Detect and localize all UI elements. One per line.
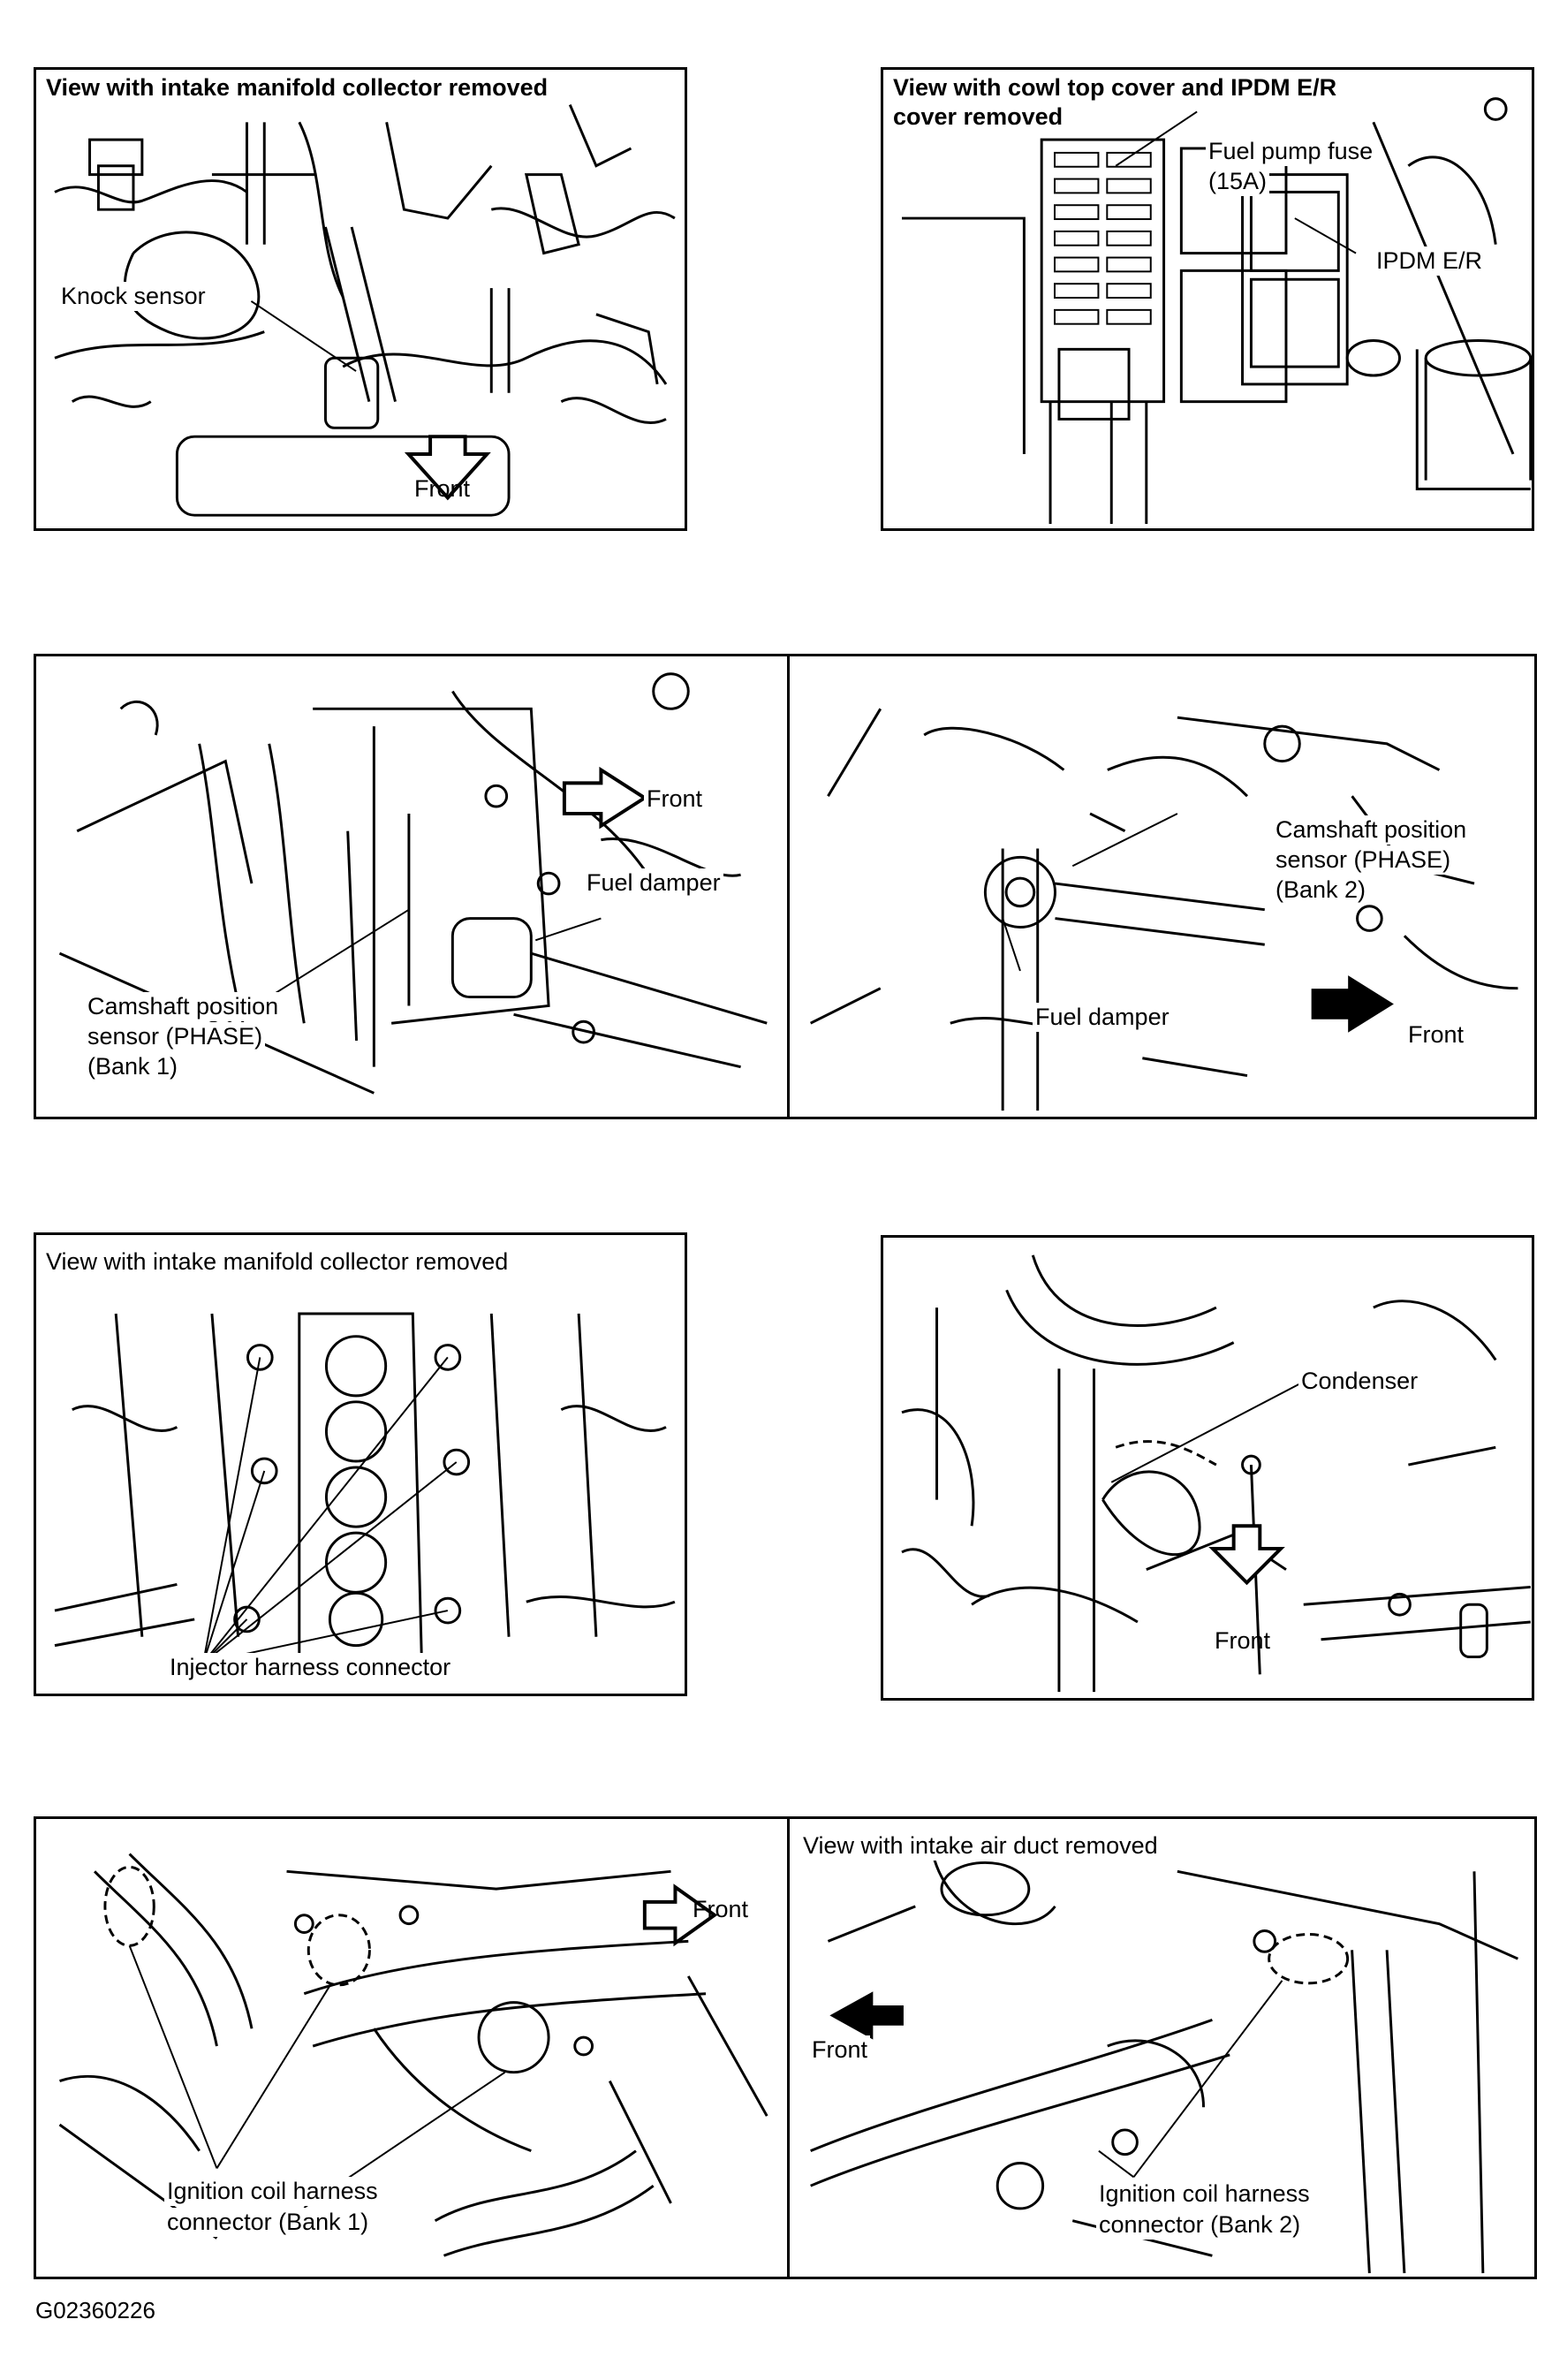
- fuel-pump-fuse-label: Fuel pump fuse: [1206, 137, 1376, 166]
- panel-camshaft-sensors: Front Fuel damper Camshaft position sens…: [34, 654, 1537, 1119]
- panel-fuel-pump-fuse: View with cowl top cover and IPDM E/R co…: [881, 67, 1534, 531]
- panel-title-line1: View with cowl top cover and IPDM E/R: [890, 73, 1340, 102]
- ipdm-illustration: [902, 97, 1532, 525]
- panel-title: View with intake manifold collector remo…: [43, 73, 551, 102]
- condenser-label: Condenser: [1298, 1367, 1421, 1396]
- panel-knock-sensor: View with intake manifold collector remo…: [34, 67, 687, 531]
- engine-illustration-knock: [54, 103, 676, 517]
- injector-illustration: [54, 1312, 676, 1664]
- fuel-damper-label-bank1: Fuel damper: [584, 868, 723, 898]
- camshaft-sensor-label-bank2-line1: Camshaft position: [1273, 815, 1470, 845]
- front-label: Front: [1215, 1627, 1271, 1654]
- ignition-coil-label-bank1-line2: connector (Bank 1): [164, 2208, 372, 2237]
- front-label-bank1: Front: [693, 1896, 749, 1922]
- camshaft-sensor-label-bank2-line2: sensor (PHASE): [1273, 845, 1454, 875]
- camshaft-sensor-label-bank1-line2: sensor (PHASE): [85, 1022, 266, 1051]
- injector-harness-label: Injector harness connector: [167, 1653, 454, 1682]
- figure-code: G02360226: [35, 2297, 155, 2323]
- ignition-coil-label-bank2-line2: connector (Bank 2): [1096, 2210, 1304, 2240]
- panel-title-bank2: View with intake air duct removed: [800, 1831, 1161, 1861]
- knock-sensor-label: Knock sensor: [58, 282, 208, 311]
- front-label-bank2: Front: [809, 2035, 871, 2065]
- front-label-bank2: Front: [1405, 1020, 1467, 1050]
- fuel-damper-label-bank2: Fuel damper: [1033, 1003, 1172, 1032]
- condenser-illustration: [901, 1254, 1531, 1693]
- panel-title-line2: cover removed: [890, 102, 1066, 132]
- camshaft-sensor-label-bank1-line1: Camshaft position: [85, 992, 282, 1021]
- panel-title: View with intake manifold collector remo…: [43, 1247, 511, 1277]
- ipdm-label: IPDM E/R: [1374, 246, 1486, 276]
- camshaft-sensor-label-bank2-line3: (Bank 2): [1273, 875, 1369, 905]
- panel-divider: [787, 656, 790, 1117]
- ignition-coil-label-bank2-line1: Ignition coil harness: [1096, 2179, 1313, 2209]
- camshaft-sensor-label-bank1-line3: (Bank 1): [85, 1052, 181, 1081]
- front-label: Front: [414, 475, 471, 502]
- panel-condenser: Condenser Front: [881, 1235, 1534, 1701]
- fuel-pump-fuse-rating: (15A): [1206, 167, 1270, 196]
- front-label-bank1: Front: [644, 784, 706, 814]
- ignition-illustration: [58, 1853, 1518, 2274]
- panel-ignition-coil-connectors: Front Ignition coil harness connector (B…: [34, 1816, 1537, 2279]
- panel-injector-connectors: View with intake manifold collector remo…: [34, 1232, 687, 1696]
- ignition-coil-label-bank1-line1: Ignition coil harness: [164, 2177, 381, 2206]
- panel-divider: [787, 1819, 790, 2277]
